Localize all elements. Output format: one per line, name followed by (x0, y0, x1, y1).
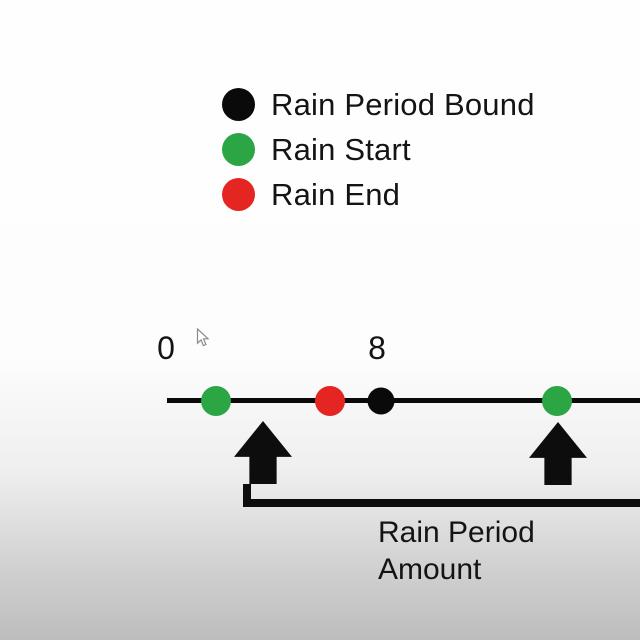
rain-period-amount-label: Rain Period Amount (378, 516, 535, 586)
legend-item-rain-start: Rain Start (222, 127, 535, 172)
bracket-left-tick (243, 484, 251, 507)
legend-label: Rain Start (271, 131, 411, 167)
legend: Rain Period Bound Rain Start Rain End (222, 82, 535, 217)
up-arrow-icon-right (529, 422, 587, 485)
tick-label-0: 0 (157, 330, 175, 366)
legend-item-rain-end: Rain End (222, 172, 535, 217)
rain-end-dot-icon (222, 178, 255, 211)
tick-label-8: 8 (368, 330, 386, 366)
legend-label: Rain Period Bound (271, 86, 535, 122)
mouse-cursor-icon (196, 328, 210, 347)
timeline-axis (167, 398, 640, 403)
timeline-point-rain-start (201, 386, 231, 416)
bracket-bar (243, 499, 640, 507)
timeline-point-rain-start-2 (542, 386, 572, 416)
rain-start-dot-icon (222, 133, 255, 166)
rain-period-bound-dot-icon (222, 88, 255, 121)
timeline-point-rain-end (315, 386, 345, 416)
legend-label: Rain End (271, 176, 401, 212)
legend-item-rain-period-bound: Rain Period Bound (222, 82, 535, 127)
timeline-point-rain-period-bound (367, 387, 395, 415)
up-arrow-icon-left (234, 421, 292, 484)
